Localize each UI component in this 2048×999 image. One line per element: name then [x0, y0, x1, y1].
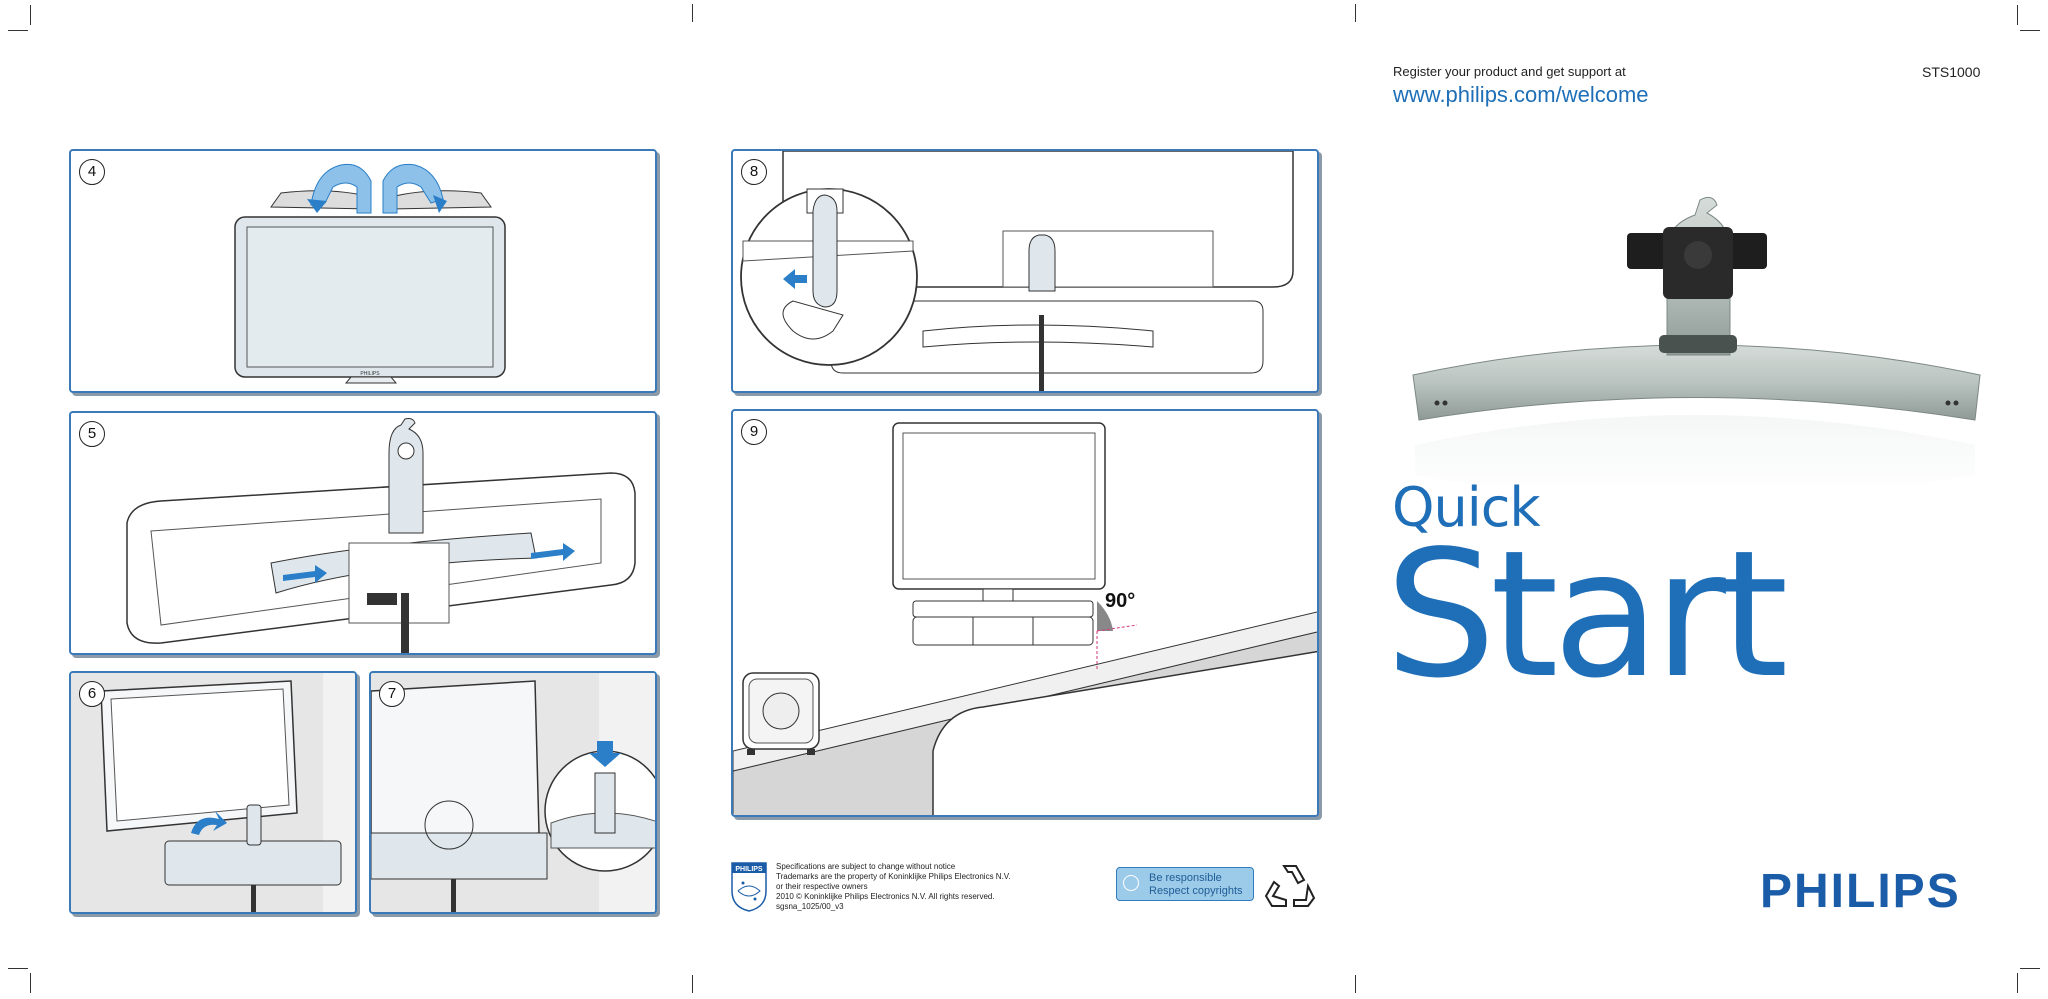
shield-label: PHILIPS: [735, 866, 763, 873]
crop-mark: [2017, 5, 2018, 25]
cover-title-quick: Quick: [1392, 476, 1541, 539]
crop-mark: [8, 30, 28, 31]
step-7-illustration: [371, 673, 655, 912]
step-number: 4: [79, 159, 105, 185]
tv-brand-label: PHILIPS: [360, 371, 380, 377]
step-4-illustration: PHILIPS: [234, 163, 506, 384]
legal-line: Specifications are subject to change wit…: [776, 862, 956, 871]
step-8-panel: 8: [731, 149, 1319, 393]
support-url-link[interactable]: www.philips.com/welcome: [1393, 82, 1649, 107]
legal-line: 2010 © Koninklijke Philips Electronics N…: [776, 892, 995, 901]
fold-mark: [692, 975, 693, 993]
step-9-illustration: 90°: [733, 422, 1317, 815]
recycle-icon: [1264, 865, 1316, 907]
step-4-panel: 4 PHILIPS: [69, 149, 657, 393]
responsible-icon: [1123, 875, 1139, 891]
crop-mark: [2017, 973, 2018, 993]
legal-line: sgsna_1025/00_v3: [776, 902, 844, 911]
crop-mark: [2020, 968, 2040, 969]
bracket-hero-image: [1412, 196, 1981, 485]
model-number: STS1000: [1922, 64, 1981, 80]
legal-line: Trademarks are the property of Koninklij…: [776, 872, 1011, 881]
philips-logo: PHILIPS: [1760, 865, 1961, 918]
step-number: 8: [741, 159, 767, 185]
step-7-panel: 7: [369, 671, 657, 914]
step-9-panel: 9 90°: [731, 409, 1319, 817]
badge-line-2: Respect copyrights: [1149, 885, 1243, 897]
legal-notice: Specifications are subject to change wit…: [776, 862, 1036, 912]
crop-mark: [30, 5, 31, 25]
crop-mark: [2020, 30, 2040, 31]
step-number: 5: [79, 421, 105, 447]
angle-label: 90°: [1105, 590, 1135, 612]
philips-shield-icon: PHILIPS: [731, 862, 767, 912]
step-6-panel: 6: [69, 671, 357, 914]
cover-title-start: Start: [1385, 514, 1789, 717]
step-5-illustration: [126, 418, 636, 653]
step-number: 7: [379, 681, 405, 707]
register-text: Register your product and get support at: [1393, 64, 1626, 79]
step-5-panel: 5: [69, 411, 657, 655]
crop-mark: [30, 973, 31, 993]
crop-mark: [8, 968, 28, 969]
fold-mark: [1355, 4, 1356, 22]
step-6-illustration: [71, 673, 355, 912]
badge-line-1: Be responsible: [1149, 872, 1222, 884]
step-number: 6: [79, 681, 105, 707]
responsibility-badge: Be responsible Respect copyrights: [1116, 867, 1254, 901]
step-number: 9: [741, 419, 767, 445]
legal-line: or their respective owners: [776, 882, 868, 891]
fold-mark: [1355, 975, 1356, 993]
step-8-illustration: [740, 151, 1294, 391]
fold-mark: [692, 4, 693, 22]
